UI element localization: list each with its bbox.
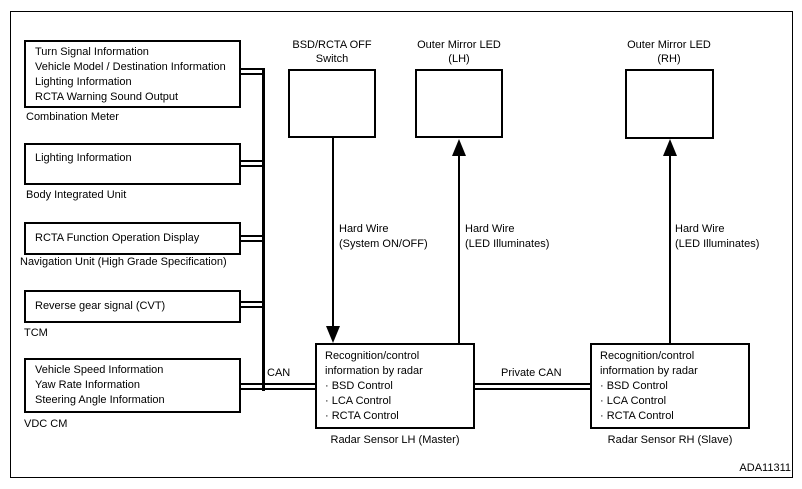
wire-label-line: Hard Wire bbox=[339, 223, 389, 235]
caption-line: Outer Mirror LED bbox=[627, 39, 711, 51]
caption-line: Outer Mirror LED bbox=[417, 39, 501, 51]
radar-text: · LCA Control bbox=[600, 395, 667, 407]
signal-text: RCTA Warning Sound Output bbox=[35, 91, 179, 103]
bsd-rcta-off-switch-caption: BSD/RCTA OFF Switch bbox=[272, 38, 392, 66]
hard-wire-led-lh-label: Hard Wire (LED Illuminates) bbox=[465, 222, 549, 252]
body-integrated-unit-box: Lighting Information bbox=[24, 143, 241, 185]
can-bus-label: CAN bbox=[267, 367, 291, 379]
bsd-rcta-off-switch-box bbox=[288, 69, 376, 138]
switch-hard-wire-line bbox=[332, 137, 334, 328]
arrow-up-icon bbox=[452, 139, 466, 156]
tcm-box: Reverse gear signal (CVT) bbox=[24, 290, 241, 323]
wire-label-line: (System ON/OFF) bbox=[339, 238, 428, 250]
radar-sensor-rh-box: Recognition/control information by radar… bbox=[590, 343, 750, 429]
wire-label-line: Hard Wire bbox=[675, 223, 725, 235]
radar-text: · BSD Control bbox=[600, 380, 668, 392]
can-bus-trunk-line bbox=[262, 68, 265, 391]
private-can-line bbox=[475, 383, 590, 390]
vdc-cm-label: VDC CM bbox=[24, 418, 68, 430]
led-lh-hard-wire-line bbox=[458, 154, 460, 343]
hard-wire-system-onoff-label: Hard Wire (System ON/OFF) bbox=[339, 222, 428, 252]
radar-text: Recognition/control bbox=[325, 350, 420, 362]
hard-wire-led-rh-label: Hard Wire (LED Illuminates) bbox=[675, 222, 759, 252]
caption-line: BSD/RCTA OFF bbox=[292, 39, 372, 51]
wire-label-line: (LED Illuminates) bbox=[465, 238, 550, 250]
figure-code: ADA11311 bbox=[739, 462, 791, 474]
navigation-unit-box: RCTA Function Operation Display bbox=[24, 222, 241, 255]
can-stub-navigation-unit bbox=[239, 235, 265, 242]
arrow-down-icon bbox=[326, 326, 340, 343]
can-line-to-radar-lh bbox=[240, 383, 317, 390]
radar-text: Recognition/control bbox=[600, 350, 695, 362]
outer-mirror-led-rh-caption: Outer Mirror LED (RH) bbox=[609, 38, 729, 66]
radar-sensor-lh-label: Radar Sensor LH (Master) bbox=[330, 434, 460, 446]
outer-mirror-led-lh-box bbox=[415, 69, 503, 138]
body-integrated-unit-label: Body Integrated Unit bbox=[26, 189, 127, 201]
caption-line: (LH) bbox=[448, 53, 470, 65]
tcm-label: TCM bbox=[24, 327, 48, 339]
radar-text: · LCA Control bbox=[325, 395, 392, 407]
vdc-cm-box: Vehicle Speed Information Yaw Rate Infor… bbox=[24, 358, 241, 413]
signal-text: Yaw Rate Information bbox=[35, 379, 140, 391]
radar-sensor-rh-label: Radar Sensor RH (Slave) bbox=[607, 434, 733, 446]
radar-text: · RCTA Control bbox=[325, 410, 399, 422]
combination-meter-label: Combination Meter bbox=[26, 111, 119, 123]
radar-text: · RCTA Control bbox=[600, 410, 674, 422]
combination-meter-box: Turn Signal Information Vehicle Model / … bbox=[24, 40, 241, 108]
signal-text: Vehicle Speed Information bbox=[35, 364, 164, 376]
radar-text: information by radar bbox=[600, 365, 698, 377]
signal-text: Steering Angle Information bbox=[35, 394, 165, 406]
radar-sensor-lh-box: Recognition/control information by radar… bbox=[315, 343, 475, 429]
signal-text: Lighting Information bbox=[35, 76, 132, 88]
diagram-border bbox=[10, 11, 793, 478]
private-can-label: Private CAN bbox=[501, 367, 562, 379]
led-rh-hard-wire-line bbox=[669, 154, 671, 343]
can-stub-tcm bbox=[239, 301, 265, 308]
can-stub-body-integrated-unit bbox=[239, 160, 265, 167]
signal-text: RCTA Function Operation Display bbox=[35, 232, 200, 244]
caption-line: (RH) bbox=[657, 53, 681, 65]
caption-line: Switch bbox=[315, 53, 349, 65]
radar-text: information by radar bbox=[325, 365, 423, 377]
can-stub-combination-meter bbox=[239, 68, 265, 75]
outer-mirror-led-rh-box bbox=[625, 69, 714, 139]
outer-mirror-led-lh-caption: Outer Mirror LED (LH) bbox=[399, 38, 519, 66]
wire-label-line: (LED Illuminates) bbox=[675, 238, 760, 250]
signal-text: Turn Signal Information bbox=[35, 46, 149, 58]
navigation-unit-label: Navigation Unit (High Grade Specificatio… bbox=[20, 256, 227, 268]
signal-text: Reverse gear signal (CVT) bbox=[35, 300, 166, 312]
wire-label-line: Hard Wire bbox=[465, 223, 515, 235]
radar-text: · BSD Control bbox=[325, 380, 393, 392]
arrow-up-icon bbox=[663, 139, 677, 156]
signal-text: Lighting Information bbox=[35, 152, 132, 164]
signal-text: Vehicle Model / Destination Information bbox=[35, 61, 226, 73]
